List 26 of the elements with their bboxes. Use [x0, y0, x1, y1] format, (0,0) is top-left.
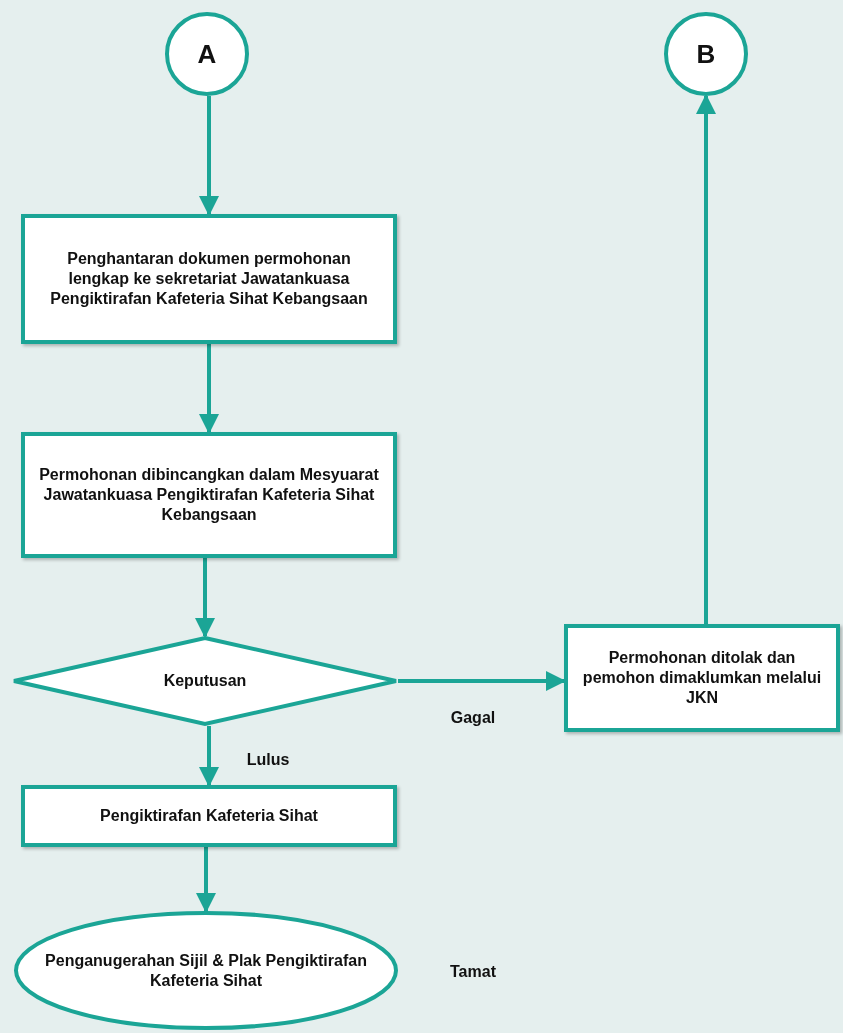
process-box	[564, 624, 840, 732]
edge-label: Lulus	[246, 751, 290, 769]
connector-letter: A	[196, 39, 218, 69]
arrow	[195, 558, 215, 638]
arrow	[196, 847, 216, 913]
node-text: Permohonan ditolak dan pemohon dimaklumkan melalui JKN	[581, 648, 823, 708]
connector-circle	[664, 12, 748, 96]
arrow	[199, 726, 219, 787]
node-text: Pengiktirafan Kafeteria Sihat	[99, 806, 319, 826]
node-text: Penganugerahan Sijil & Plak Pengiktirafan Kafeteria Sihat	[44, 950, 368, 991]
process-box	[21, 785, 397, 847]
process-box	[21, 432, 397, 558]
end-label: Tamat	[450, 963, 496, 981]
arrow	[696, 94, 716, 624]
connector-letter: B	[695, 39, 717, 69]
terminal-ellipse	[14, 911, 398, 1030]
arrow	[398, 671, 566, 691]
process-box	[21, 214, 397, 344]
arrow	[199, 96, 219, 216]
arrow	[199, 344, 219, 434]
node-text: Permohonan dibincangkan dalam Mesyuarat Jawatankuasa Pengiktirafan Kafeteria Sihat Kebangsaan	[38, 465, 380, 525]
node-text: Keputusan	[162, 671, 248, 691]
decision-diamond	[12, 636, 398, 726]
connector-circle	[165, 12, 249, 96]
edge-label: Gagal	[450, 709, 496, 727]
node-text: Penghantaran dokumen permohonan lengkap ke sekretariat Jawatankuasa Pengiktirafan Kafeteria Sihat Kebangsaan	[49, 249, 369, 309]
